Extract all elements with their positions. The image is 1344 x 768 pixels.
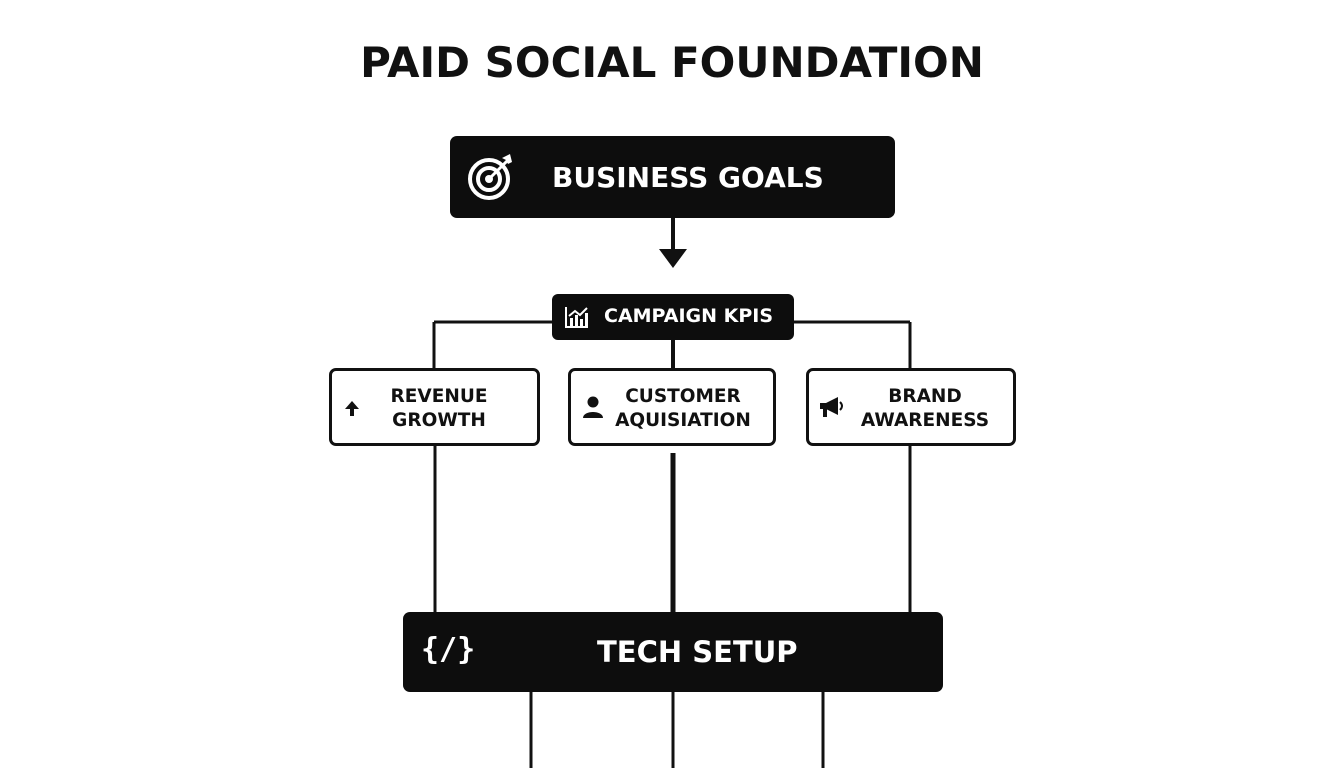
campaign-kpis-node: CAMPAIGN KPIS — [552, 294, 794, 340]
business-goals-node: BUSINESS GOALS — [450, 136, 895, 218]
target-arrow-icon — [468, 154, 512, 200]
brand-awareness-label: BRAND AWARENESS — [847, 385, 1003, 433]
revenue-growth-node: REVENUE GROWTH — [329, 368, 540, 446]
business-goals-label: BUSINESS GOALS — [552, 161, 824, 194]
brand-awareness-line-2: AWARENESS — [860, 410, 990, 431]
brand-awareness-line-1: BRAND — [888, 386, 962, 407]
customer-acquisition-node: CUSTOMER AQUISIATION — [568, 368, 776, 446]
goals-to-kpis-arrowhead — [659, 249, 687, 268]
diagram-title: PAID SOCIAL FOUNDATION — [360, 38, 984, 87]
chart-icon — [565, 307, 588, 328]
revenue-growth-label: REVENUE GROWTH — [372, 385, 506, 433]
tech-setup-node: {/} TECH SETUP — [403, 612, 943, 692]
user-icon — [583, 396, 603, 418]
customer-acquisition-line-2: AQUISIATION — [615, 410, 751, 431]
revenue-growth-line-1: REVENUE — [390, 386, 488, 407]
megaphone-icon — [820, 397, 843, 417]
arrow-up-icon — [345, 401, 359, 416]
tech-setup-label: TECH SETUP — [597, 635, 798, 669]
customer-acquisition-label: CUSTOMER AQUISIATION — [603, 385, 763, 433]
campaign-kpis-label: CAMPAIGN KPIS — [604, 305, 774, 327]
revenue-growth-line-2: GROWTH — [392, 410, 486, 431]
customer-acquisition-line-1: CUSTOMER — [625, 386, 741, 407]
brand-awareness-node: BRAND AWARENESS — [806, 368, 1016, 446]
code-icon: {/} — [421, 632, 476, 667]
